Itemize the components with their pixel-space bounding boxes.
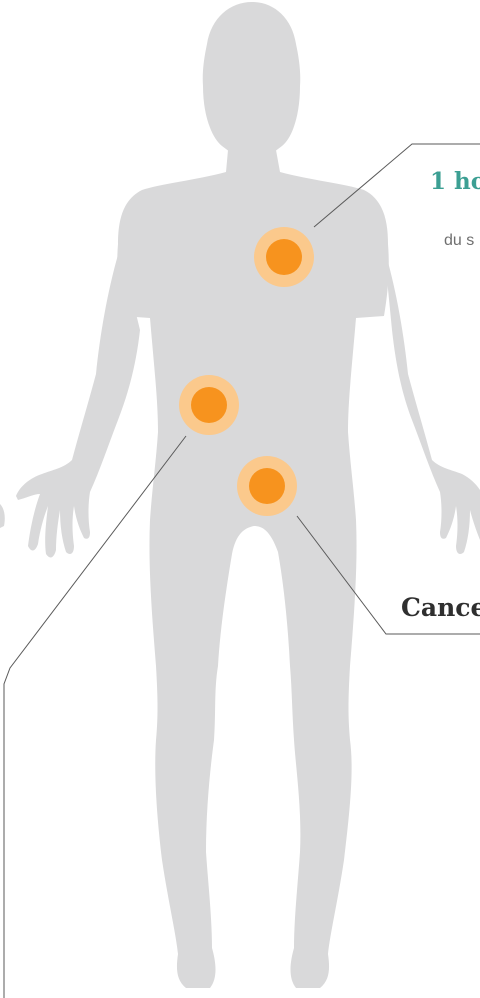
abdomen-marker xyxy=(179,375,239,435)
pelvis-marker xyxy=(237,456,297,516)
left-edge-hand-fragment xyxy=(0,504,5,528)
head xyxy=(203,2,301,152)
callout-right-title: Cance xyxy=(401,593,480,622)
abdomen-marker-core xyxy=(191,387,227,423)
callout-top-title: 1 ho xyxy=(430,168,480,195)
right-arm xyxy=(384,248,480,554)
callout-top-subtitle: du s xyxy=(444,232,474,250)
chest-marker xyxy=(254,227,314,287)
pelvis-marker-core xyxy=(249,468,285,504)
left-arm xyxy=(16,248,140,557)
chest-marker-core xyxy=(266,239,302,275)
torso-and-legs xyxy=(117,150,389,988)
